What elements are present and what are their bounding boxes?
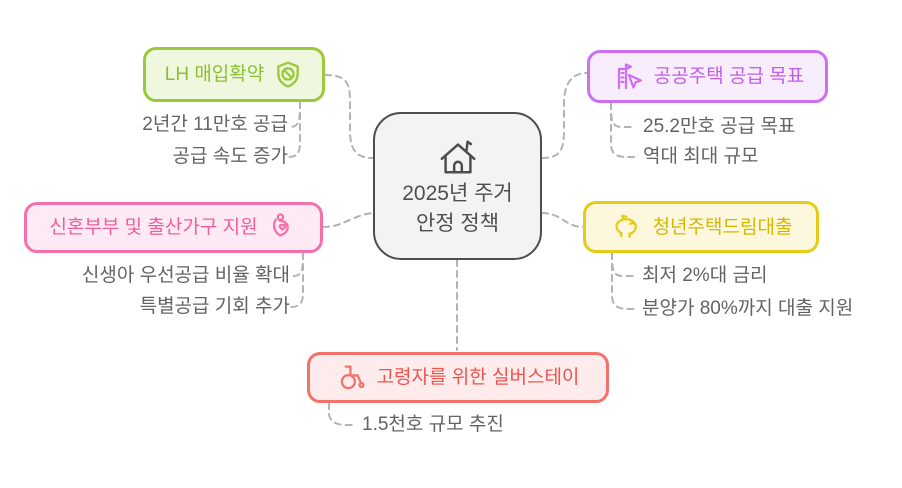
leaf-public-supply-target: 25.2만호 공급 목표	[643, 116, 796, 137]
branch-newlyweds-support: 신혼부부 및 출산가구 지원	[24, 202, 323, 253]
center-title-line1: 2025년 주거	[402, 182, 513, 205]
link-newly-leaf2	[289, 252, 304, 308]
center-node: 2025년 주거 안정 정책	[373, 112, 542, 260]
link-public-leaf2	[610, 102, 636, 158]
leaf-special-supply-chance: 특별공급 기회 추가	[139, 296, 290, 317]
branch-label: 청년주택드림대출	[652, 216, 793, 238]
leaf-loan-coverage: 분양가 80%까지 대출 지원	[642, 298, 854, 319]
link-public-leaf1	[610, 102, 634, 128]
leaf-lh-supply-speed: 공급 속도 증가	[172, 146, 288, 167]
branch-label: 공공주택 공급 목표	[653, 66, 805, 87]
center-title-line2: 안정 정책	[415, 212, 500, 235]
link-center-youth	[541, 212, 584, 228]
leaf-public-record-scale: 역대 최대 규모	[643, 146, 759, 167]
leaf-silver-stay-scale: 1.5천호 규모 추진	[362, 414, 504, 435]
link-newly-leaf1	[292, 252, 304, 277]
leaf-newborn-priority-ratio: 신생아 우선공급 비율 확대	[81, 265, 290, 286]
branch-label: 고령자를 위한 실버스테이	[376, 367, 580, 388]
link-youth-leaf1	[611, 252, 634, 277]
branch-lh-purchase-commitment: LH 매입확약	[143, 47, 325, 102]
branch-label: 신혼부부 및 출산가구 지원	[49, 217, 258, 238]
piggy-bank-icon	[610, 212, 644, 243]
leaf-lh-supply-volume: 2년간 11만호 공급	[142, 114, 288, 135]
branch-youth-dream-loan: 청년주택드림대출	[583, 201, 819, 253]
house-icon	[434, 135, 482, 177]
link-lh-leaf1	[289, 101, 301, 128]
pregnant-icon	[267, 212, 298, 243]
link-center-newly	[322, 212, 374, 228]
leaf-lowest-interest-rate: 최저 2%대 금리	[642, 265, 768, 286]
link-center-lh	[324, 74, 374, 159]
building-cursor-icon	[611, 61, 645, 93]
branch-label: LH 매입확약	[164, 64, 265, 85]
link-youth-leaf2	[611, 252, 636, 310]
branch-silver-stay: 고령자를 위한 실버스테이	[307, 352, 609, 403]
shield-icon	[273, 60, 303, 90]
link-lh-leaf2	[287, 101, 301, 158]
link-center-public	[541, 72, 588, 159]
branch-public-housing-goal: 공공주택 공급 목표	[587, 50, 828, 103]
wheelchair-icon	[337, 362, 368, 393]
link-silver-leaf1	[328, 402, 353, 426]
